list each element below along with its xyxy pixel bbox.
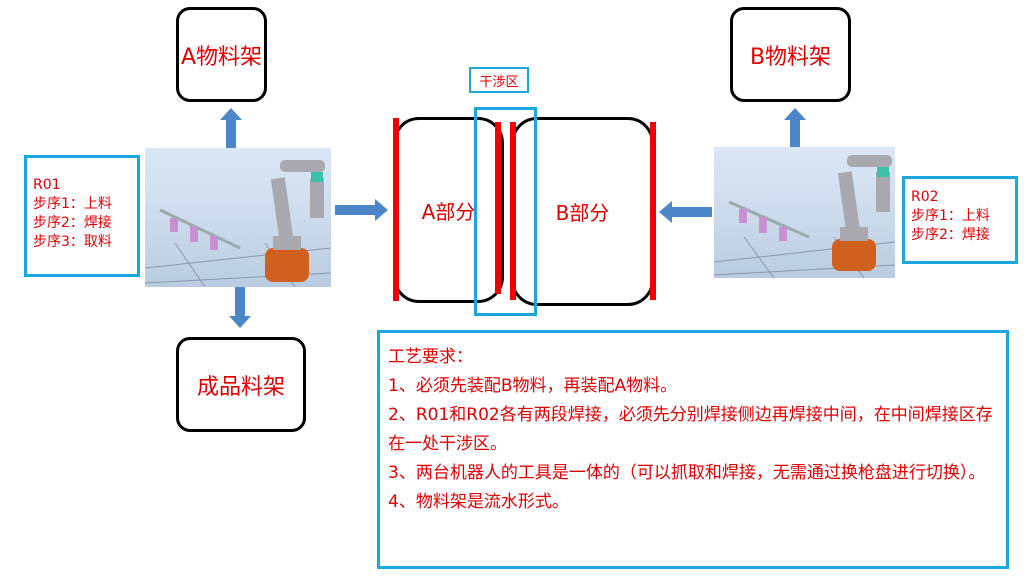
part-a-label: A部分 <box>421 199 476 224</box>
r02-step: 步序1：上料 <box>911 208 990 224</box>
robot-r02-image <box>713 147 896 279</box>
weld-seam-a-right <box>495 122 501 294</box>
r01-info-box: R01 步序1：上料 步序2：焊接 步序3：取料 <box>24 155 140 277</box>
rack-b: B物料架 <box>730 7 851 102</box>
robot-r01-image <box>144 148 332 288</box>
r01-name: R01 <box>33 177 61 193</box>
rack-b-label: B物料架 <box>749 44 832 70</box>
interference-label-text: 干涉区 <box>479 74 519 90</box>
r02-step: 步序2：焊接 <box>911 227 990 243</box>
arrow-right-a <box>335 199 388 221</box>
weld-seam-b-left <box>510 122 516 300</box>
r01-step: 步序1：上料 <box>33 196 112 212</box>
rack-finished: 成品料架 <box>176 337 306 432</box>
requirement-line: 4、物料架是流水形式。 <box>388 492 569 512</box>
r01-step: 步序2：焊接 <box>33 215 112 231</box>
r02-name: R02 <box>911 189 939 205</box>
interference-label: 干涉区 <box>469 67 529 93</box>
part-b-label: B部分 <box>555 201 610 225</box>
r01-step: 步序3：取料 <box>33 234 112 250</box>
arrow-up-a <box>220 108 242 157</box>
requirement-line: 1、必须先装配B物料，再装配A物料。 <box>388 376 678 396</box>
weld-seam-a-left <box>393 118 399 301</box>
weld-seam-b-right <box>650 122 656 300</box>
interference-zone <box>474 107 537 316</box>
rack-finished-label: 成品料架 <box>196 374 285 400</box>
arrow-down-finished <box>229 287 251 328</box>
rack-a-label: A物料架 <box>180 44 263 70</box>
r02-info-box: R02 步序1：上料 步序2：焊接 <box>902 176 1018 264</box>
rack-a: A物料架 <box>176 7 267 102</box>
requirements-title: 工艺要求： <box>388 347 473 367</box>
requirement-line: 3、两台机器人的工具是一体的（可以抓取和焊接，无需通过换枪盘进行切换）。 <box>388 463 986 483</box>
arrow-left-b <box>659 201 712 223</box>
requirement-line: 2、R01和R02各有两段焊接，必须先分别焊接侧边再焊接中间，在中间焊接区存在一… <box>388 405 993 454</box>
requirements-box: 工艺要求： 1、必须先装配B物料，再装配A物料。 2、R01和R02各有两段焊接… <box>377 330 1009 569</box>
arrow-up-b <box>784 108 806 160</box>
